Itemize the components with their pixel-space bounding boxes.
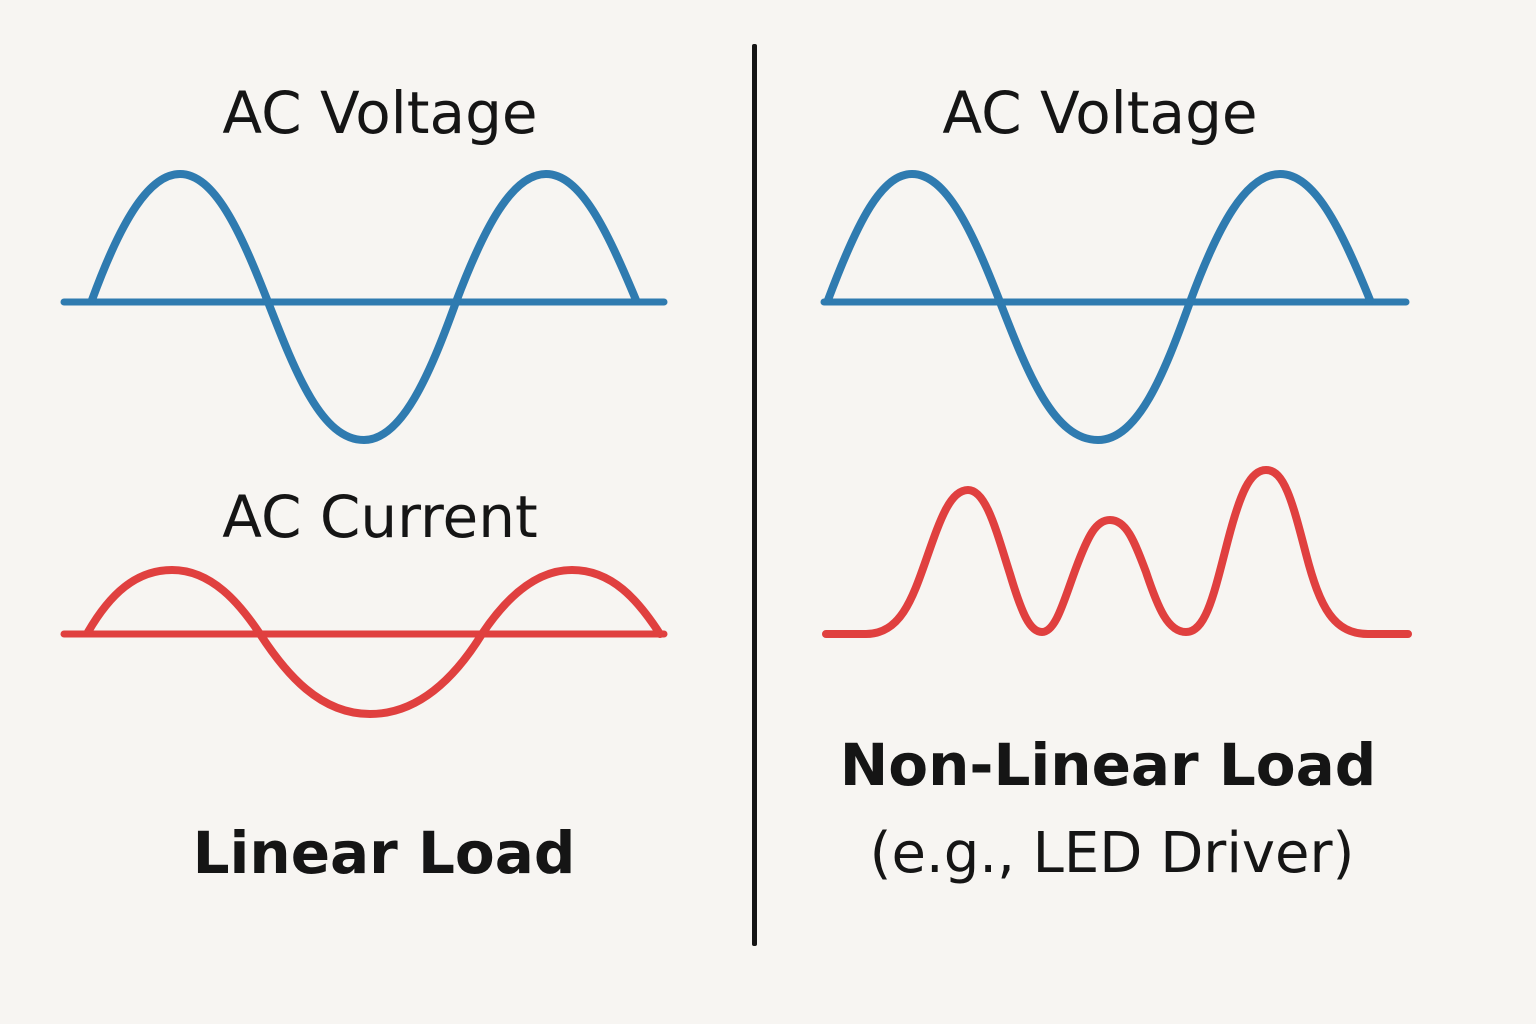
left-voltage-label: AC Voltage — [222, 79, 538, 147]
right-current-wave — [822, 466, 1412, 638]
left-voltage-wave — [88, 170, 640, 444]
panel-divider — [752, 44, 757, 946]
right-load-label: Non-Linear Load — [839, 731, 1377, 799]
right-voltage-label: AC Voltage — [942, 79, 1258, 147]
right-voltage-wave — [824, 170, 1374, 444]
left-current-label: AC Current — [222, 483, 538, 551]
left-current-wave — [84, 566, 664, 718]
left-load-label: Linear Load — [192, 819, 576, 887]
right-load-example: (e.g., LED Driver) — [869, 821, 1355, 886]
